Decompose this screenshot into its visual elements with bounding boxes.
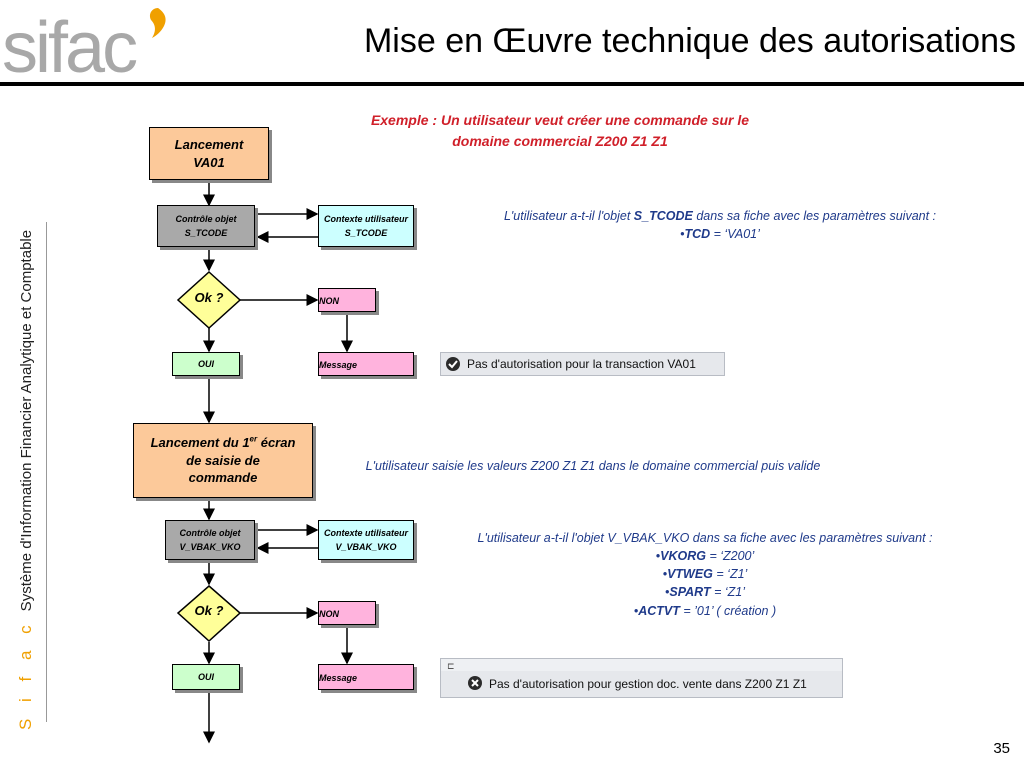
check-circle-icon xyxy=(446,357,460,371)
stcode-note: L'utilisateur a-t-il l'objet S_TCODE dan… xyxy=(503,209,937,242)
decision-ok-2: Ok ? xyxy=(194,603,224,618)
page-title: Mise en Œuvre technique des autorisation… xyxy=(363,22,1016,60)
yes-box-1: OUI xyxy=(172,352,240,376)
yes-box-2: OUI xyxy=(172,664,240,690)
page-number: 35 xyxy=(993,740,1010,757)
logo-drop-icon xyxy=(149,8,166,38)
context-vbak-box: Contexte utilisateur V_VBAK_VKO xyxy=(318,520,414,560)
error-x-icon xyxy=(468,676,482,690)
example-heading: Exemple : Un utilisateur veut créer une … xyxy=(370,112,750,149)
sap-error-message-2: ⊏ Pas d'autorisation pour gestion doc. v… xyxy=(440,658,843,698)
sap-error-message-1: Pas d'autorisation pour la transaction V… xyxy=(440,352,725,376)
header-rule xyxy=(0,82,1024,86)
sidebar-divider xyxy=(46,222,47,722)
start-screen-box: Lancement du 1er écran de saisie de comm… xyxy=(133,423,313,498)
no-box-2: NON xyxy=(318,601,376,625)
vbak-note: L'utilisateur a-t-il l'objet V_VBAK_VKO … xyxy=(440,529,970,620)
context-stcode-box: Contexte utilisateur S_TCODE xyxy=(318,205,414,247)
sifac-logo: sifac xyxy=(2,8,138,88)
param-list: •VKORG = ‘Z200’ •VTWEG = ‘Z1’ •SPART = ‘… xyxy=(633,549,777,618)
check-stcode-box: Contrôle objet S_TCODE xyxy=(157,205,255,247)
message-box-2: Message xyxy=(318,664,414,690)
message-box-1: Message xyxy=(318,352,414,376)
no-box-1: NON xyxy=(318,288,376,312)
sap-window-icon: ⊏ xyxy=(447,661,455,671)
decision-ok-1: Ok ? xyxy=(194,290,224,305)
input-note: L'utilisateur saisie les valeurs Z200 Z1… xyxy=(365,459,821,473)
check-vbak-box: Contrôle objet V_VBAK_VKO xyxy=(165,520,255,560)
